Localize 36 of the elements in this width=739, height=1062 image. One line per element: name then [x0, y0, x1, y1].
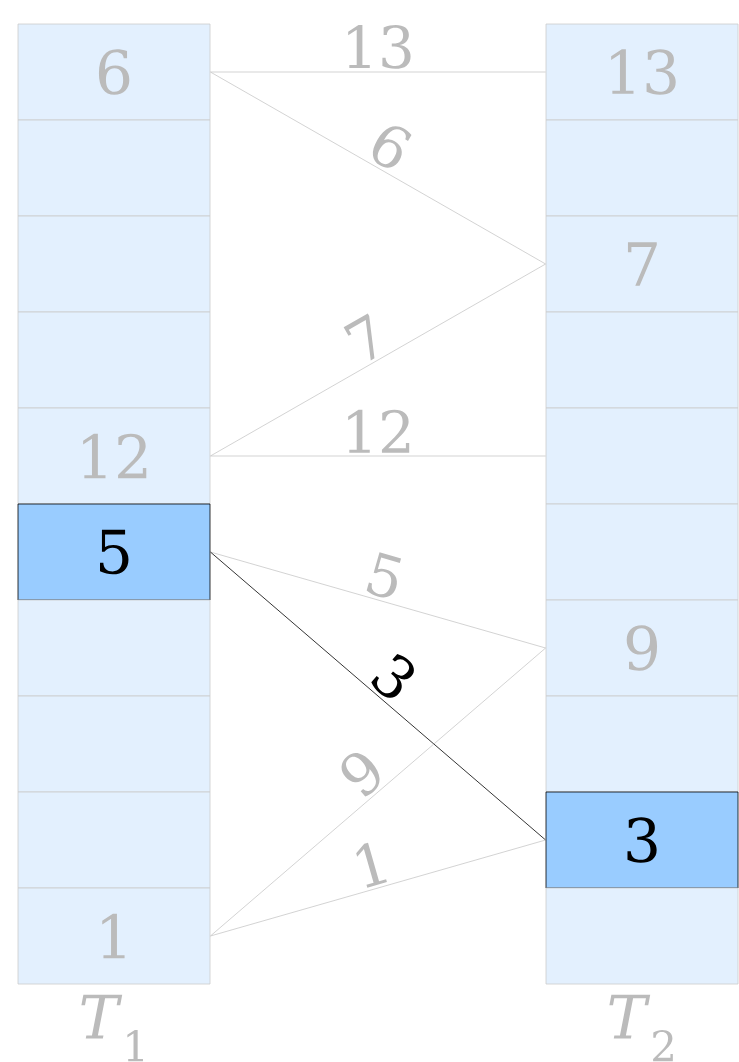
connector-line [210, 263, 546, 457]
table-cell: 9 [545, 599, 739, 697]
table-cell [17, 791, 211, 889]
edge-label: 7 [343, 313, 375, 361]
table-label: T$_{2}$ [609, 994, 673, 1062]
table-cell: 6 [17, 23, 211, 121]
table-cell: 13 [545, 23, 739, 121]
edge-label: 9 [341, 753, 380, 797]
connector-line [210, 551, 546, 841]
table-cell [545, 119, 739, 217]
edge-label: 13 [348, 24, 411, 69]
edge-label: 5 [366, 552, 402, 598]
table-cell [545, 503, 739, 601]
table-cell: 7 [545, 215, 739, 313]
table-cell: 12 [17, 407, 211, 505]
table-cell [17, 695, 211, 793]
edge-label: 6 [372, 126, 412, 168]
edge-label: 12 [348, 409, 410, 453]
table-label: T$_{1}$ [81, 994, 143, 1062]
table-cell [545, 695, 739, 793]
table-cell: 5 [17, 503, 211, 601]
table-cell [545, 311, 739, 409]
edge-label: 3 [371, 653, 414, 698]
table-cell: 3 [545, 791, 739, 889]
connector-line [210, 839, 546, 937]
table-cell [17, 215, 211, 313]
table-cell: 1 [17, 887, 211, 985]
connector-line [210, 551, 546, 649]
connector-line [210, 647, 546, 937]
edge-label: 1 [356, 842, 387, 888]
table-cell [17, 119, 211, 217]
table-cell [545, 407, 739, 505]
connector-line [210, 71, 546, 265]
table-cell [17, 599, 211, 697]
table-cell [545, 887, 739, 985]
table-cell [17, 311, 211, 409]
